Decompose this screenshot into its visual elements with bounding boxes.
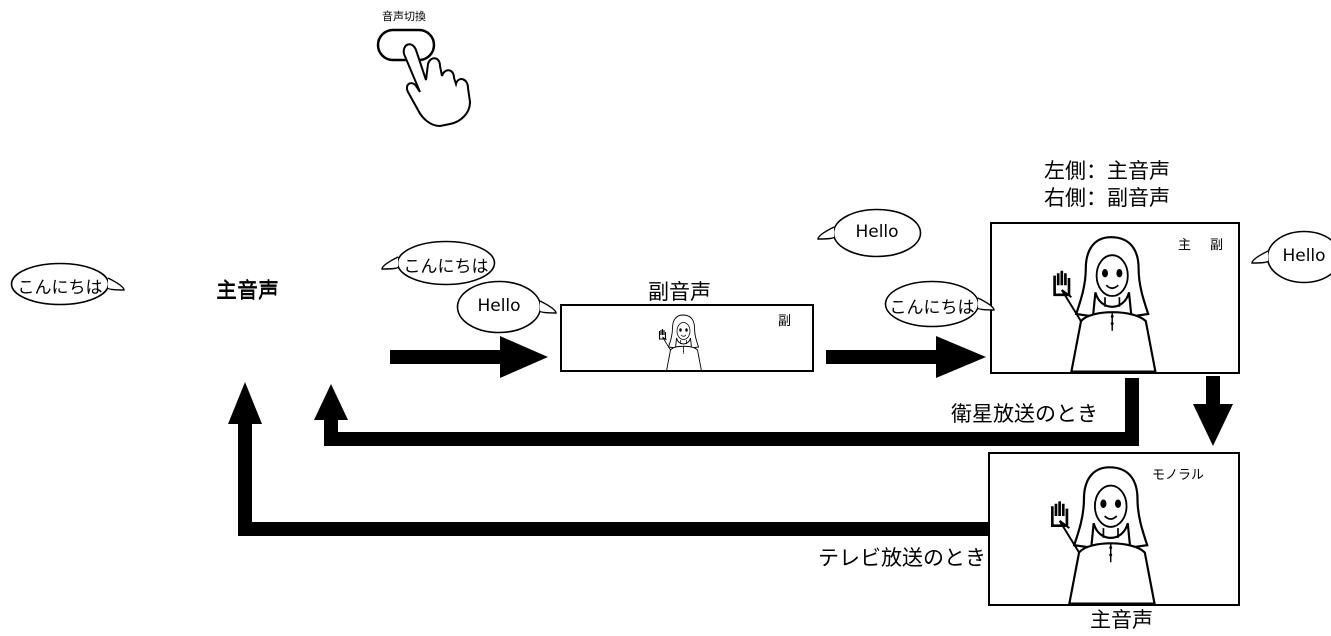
screen-mono-title: 主音声: [1090, 608, 1153, 632]
arrow-sub-to-both: [826, 336, 986, 378]
bubble-text: こんにちは: [17, 278, 103, 298]
screen-mono: モノラル: [988, 452, 1240, 606]
tv-path-label: テレビ放送のとき: [818, 546, 986, 570]
screen-sub-indicator: 副: [778, 314, 792, 329]
bubble-text: Hello: [855, 222, 899, 242]
audio-switch-button[interactable]: 音声切換: [360, 10, 500, 130]
bubble-both-right: Hello: [1251, 230, 1331, 284]
bubble-sub-right: Hello: [817, 208, 922, 258]
bubble-main-right: こんにちは: [381, 240, 496, 286]
screen-both-title-1: 左側：主音声: [1044, 159, 1170, 183]
arrow-tv-return: [228, 382, 988, 536]
arrow-satellite-return: [314, 378, 1139, 446]
arrow-main-to-sub: [390, 336, 548, 378]
screen-mono-indicator: モノラル: [1152, 468, 1205, 483]
bubble-text: こんにちは: [889, 298, 975, 318]
screen-both: 主副: [990, 222, 1240, 374]
screen-both-indicator-right: 副: [1210, 238, 1224, 253]
screen-main-title: 主音声: [216, 278, 279, 302]
arrow-both-to-mono: [1193, 376, 1233, 446]
screen-both-indicator-left: 主: [1178, 238, 1192, 253]
screen-both-title-2: 右側：副音声: [1044, 186, 1170, 210]
bubble-text: Hello: [477, 296, 521, 316]
presenter-illustration-icon: [658, 314, 702, 370]
bubble-text: Hello: [1282, 246, 1326, 266]
satellite-path-label: 衛星放送のとき: [951, 402, 1098, 426]
pressing-hand-icon: [376, 28, 472, 128]
button-label: 音声切換: [382, 10, 426, 23]
presenter-illustration-icon: [1050, 466, 1156, 604]
bubble-both-left: こんにちは: [884, 280, 995, 328]
presenter-illustration-icon: [1053, 236, 1157, 372]
screen-sub: 副: [560, 304, 814, 372]
bubble-sub-left: Hello: [456, 280, 557, 334]
screen-main-title: 主音声: [216, 279, 279, 303]
screen-sub-title: 副音声: [648, 280, 711, 304]
bubble-main-left: こんにちは: [10, 262, 125, 306]
bubble-text: こんにちは: [403, 257, 489, 277]
